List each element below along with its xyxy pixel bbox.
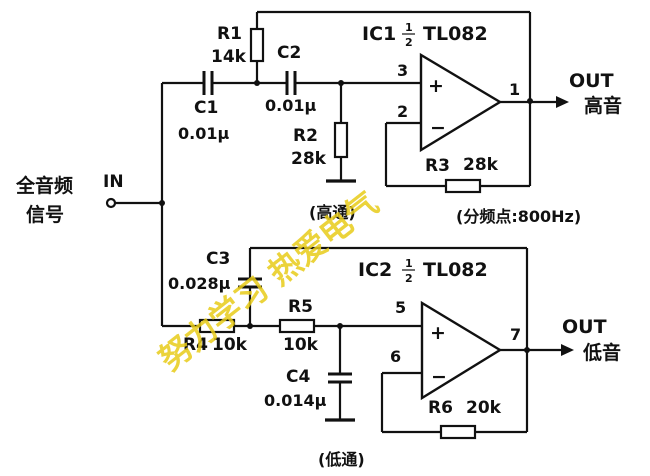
c1-label: C1	[194, 98, 218, 118]
r1-value: 14k	[211, 47, 247, 67]
r2-value: 28k	[291, 149, 327, 169]
pin1-label: 1	[509, 80, 520, 99]
crossover-label: (分频点:800Hz)	[456, 207, 581, 226]
ic1-frac-num: 1	[405, 21, 413, 34]
ic2-opamp	[420, 300, 503, 401]
low-pass-label: (低通)	[318, 450, 365, 469]
ic2-plus: +	[430, 322, 446, 344]
c1-value: 0.01μ	[178, 124, 229, 143]
r4-value: 10k	[212, 335, 248, 355]
pin2-label: 2	[397, 102, 408, 121]
r6-label: R6	[428, 398, 453, 418]
high-pass-section	[162, 10, 569, 194]
r2-label: R2	[293, 126, 318, 146]
out-high-note: 高音	[584, 94, 622, 117]
r5-label: R5	[288, 297, 313, 317]
out-low-label: OUT	[562, 316, 607, 338]
r3-value: 28k	[463, 155, 499, 175]
c3-label: C3	[206, 249, 230, 269]
out-high-label: OUT	[569, 70, 614, 92]
c3-value: 0.028μ	[168, 274, 231, 293]
low-pass-section	[162, 246, 574, 440]
out-low-note: 低音	[582, 341, 621, 364]
ic1-plus: +	[428, 75, 444, 97]
pin5-label: 5	[395, 298, 406, 317]
r1-resistor	[249, 27, 265, 63]
r5-resistor	[278, 318, 316, 334]
pin6-label: 6	[390, 347, 401, 366]
ic2-frac-num: 1	[405, 257, 413, 270]
r2-resistor	[333, 121, 349, 159]
ic1-prefix: IC1	[362, 23, 396, 45]
input-terminal	[105, 197, 117, 209]
output-arrow-high	[556, 96, 569, 108]
c2-label: C2	[277, 43, 301, 63]
r6-resistor	[439, 424, 477, 440]
input-node	[105, 83, 165, 326]
r3-resistor	[444, 178, 482, 194]
ic2-prefix: IC2	[358, 259, 392, 281]
r4-label: R4	[183, 335, 208, 355]
ic2-frac-den: 2	[405, 272, 413, 285]
high-pass-label: (高通)	[309, 203, 356, 222]
ic2-part: TL082	[423, 259, 488, 281]
input-label: IN	[103, 172, 124, 192]
ic1-opamp	[419, 52, 503, 153]
ic2-minus: −	[431, 366, 447, 388]
c4-value: 0.014μ	[264, 391, 327, 410]
c4-label: C4	[286, 367, 310, 387]
r3-label: R3	[425, 156, 450, 176]
pin3-label: 3	[397, 61, 408, 80]
ic1-frac-den: 2	[405, 36, 413, 49]
ic1-minus: −	[430, 117, 446, 139]
ic1-part: TL082	[423, 23, 488, 45]
r1-label: R1	[217, 24, 242, 44]
input-title-line2: 信号	[26, 203, 64, 226]
output-arrow-low	[561, 344, 574, 356]
pin7-label: 7	[510, 325, 521, 344]
input-title-line1: 全音频	[15, 174, 73, 197]
c2-value: 0.01μ	[265, 96, 316, 115]
r5-value: 10k	[283, 335, 319, 355]
r6-value: 20k	[466, 398, 502, 418]
